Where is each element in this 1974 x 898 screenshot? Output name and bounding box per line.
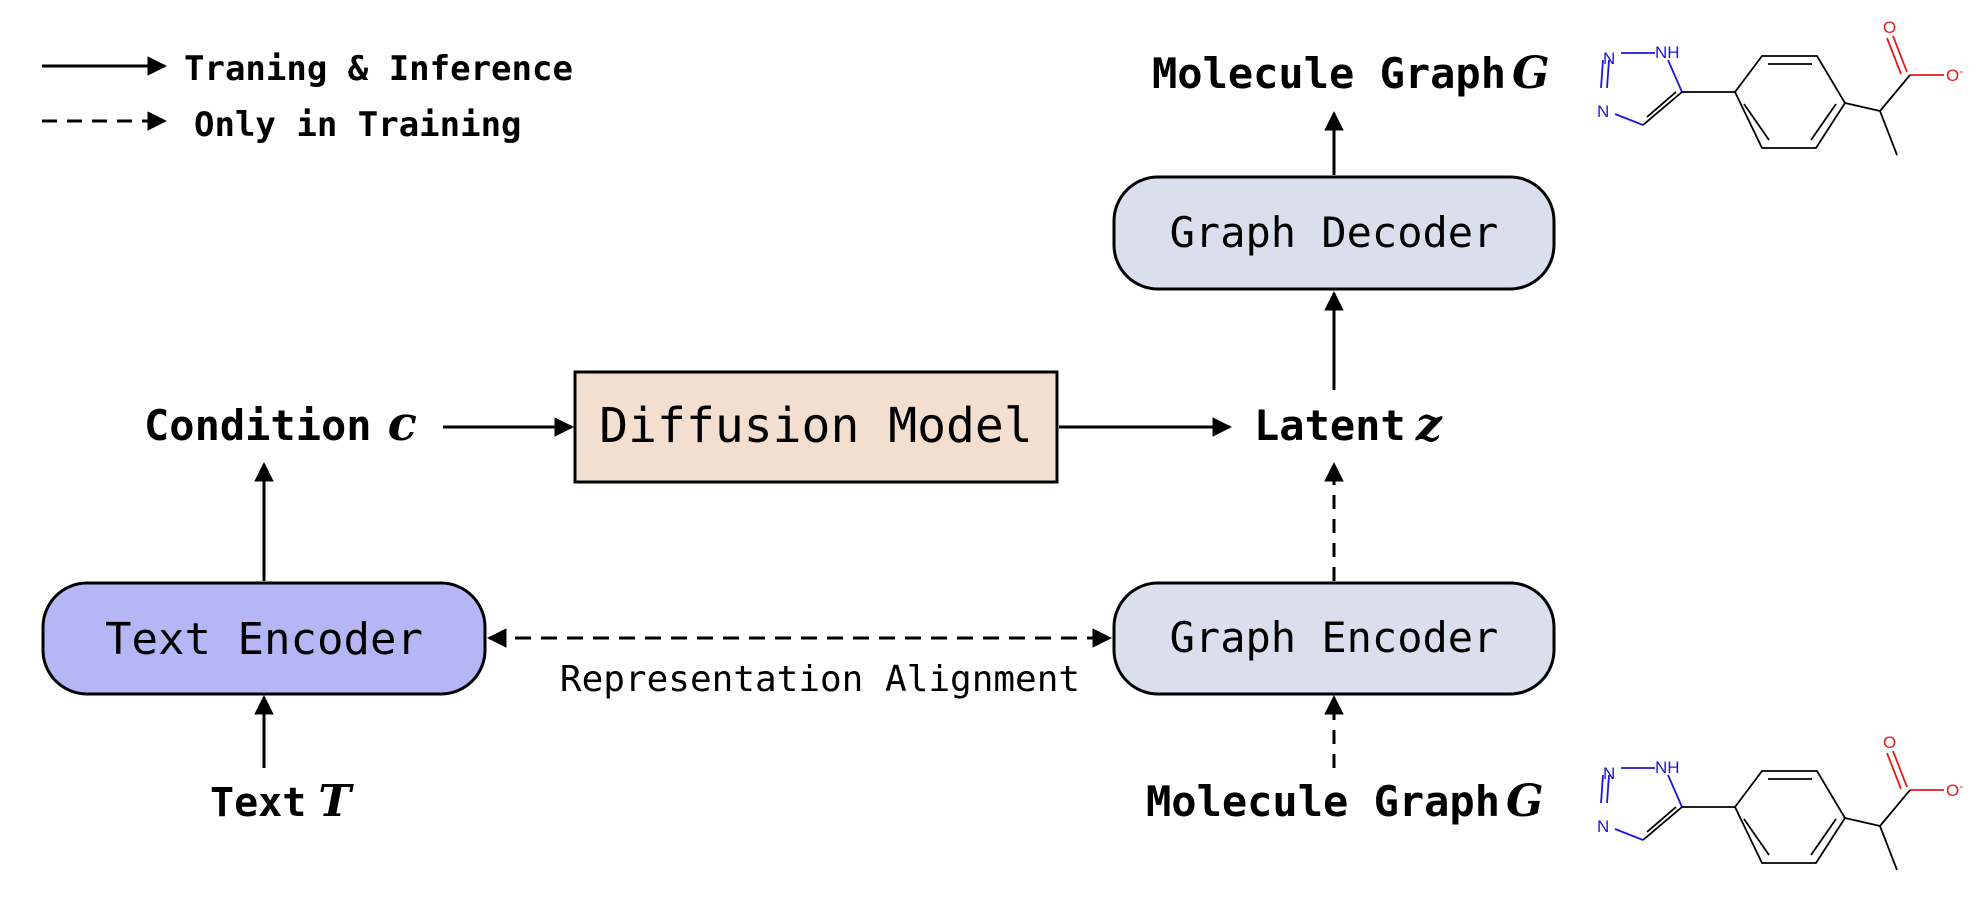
atom-o-label: O- — [1946, 64, 1963, 85]
diffusion-model-box — [573, 370, 1059, 484]
representation-alignment-label: Representation Alignment — [560, 659, 1080, 700]
text-encoder-label: Text Encoder — [105, 614, 423, 665]
graph-encoder-label: Graph Encoder — [1170, 613, 1499, 662]
diffusion-model-label: Diffusion Model — [599, 398, 1032, 454]
legend: Traning & Inference Only in Training — [42, 49, 573, 145]
atom-o-label: O — [1883, 733, 1896, 752]
atom-n-label: N — [1603, 764, 1615, 783]
legend-dashed-label: Only in Training — [194, 105, 522, 145]
atom-o-label: O — [1883, 18, 1896, 37]
molecule-structure-top: NH N N O O- — [1597, 18, 1963, 156]
legend-solid-label: Traning & Inference — [184, 49, 573, 89]
atom-nh-label: NH — [1655, 43, 1680, 62]
graph-decoder-box — [1112, 175, 1556, 291]
atom-o-label: O- — [1946, 779, 1963, 800]
atom-n-label: N — [1597, 102, 1609, 121]
graph-decoder-node: Graph Decoder — [1112, 175, 1556, 291]
text-encoder-box — [41, 581, 487, 696]
atom-nh-label: NH — [1655, 758, 1680, 777]
graph-encoder-box — [1112, 581, 1556, 696]
text-encoder-node: Text Encoder — [41, 581, 487, 696]
molecule-structure-bottom: NH N N O O- — [1597, 733, 1963, 871]
diffusion-model-node: Diffusion Model — [573, 370, 1059, 484]
atom-n-label: N — [1597, 817, 1609, 836]
graph-decoder-label: Graph Decoder — [1170, 208, 1499, 257]
atom-n-label: N — [1603, 49, 1615, 68]
graph-encoder-node: Graph Encoder — [1112, 581, 1556, 696]
